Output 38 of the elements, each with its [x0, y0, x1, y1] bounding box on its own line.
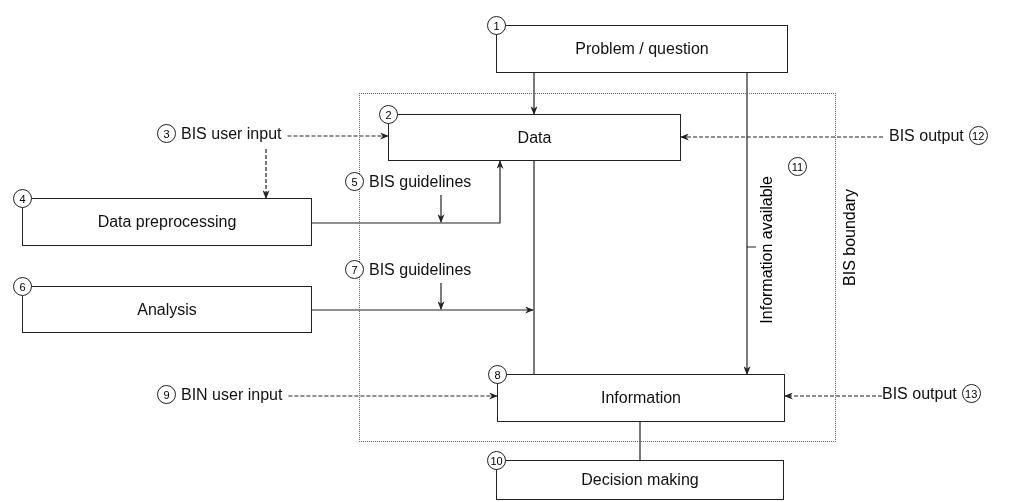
callout-number: 3	[157, 124, 176, 143]
callout-number: 10	[487, 451, 506, 470]
arrow	[437, 194, 445, 223]
arrow	[743, 72, 751, 375]
arrow	[784, 392, 883, 400]
callout-number: 12	[968, 126, 988, 145]
arrow	[437, 282, 445, 310]
arrow	[286, 132, 389, 140]
node-label: Problem / question	[575, 40, 709, 58]
node-label: BIS guidelines	[369, 172, 472, 191]
node-label: Analysis	[137, 300, 197, 319]
node-label: Data preprocessing	[97, 213, 237, 231]
boundary-label: BIS boundary	[841, 189, 859, 286]
callout-number: 2	[379, 105, 398, 124]
node-label: Decision making	[581, 471, 699, 489]
callout-number: 5	[345, 172, 364, 191]
node-label: BIS output	[882, 384, 957, 403]
edge-label: Information available	[758, 176, 776, 324]
arrow	[680, 133, 884, 141]
node-label: Information	[600, 389, 681, 407]
callout-number: 1	[487, 16, 506, 35]
callout-number: 4	[13, 189, 32, 208]
arrow	[262, 148, 270, 199]
callout-number: 11	[788, 157, 807, 176]
node-label: BIN user input	[181, 385, 283, 404]
callout-number: 9	[157, 385, 176, 404]
arrow	[311, 160, 504, 224]
callout-number: 7	[345, 260, 364, 279]
callout-number: 6	[13, 277, 32, 296]
node-label: BIS output	[889, 126, 964, 145]
node-label: BIS user input	[181, 124, 282, 143]
arrow	[530, 72, 538, 115]
node-label: Data	[517, 128, 552, 147]
arrow	[287, 392, 498, 400]
callout-number: 8	[488, 365, 507, 384]
callout-number: 13	[961, 384, 981, 403]
arrow	[311, 306, 534, 314]
node-label: BIS guidelines	[369, 260, 472, 279]
